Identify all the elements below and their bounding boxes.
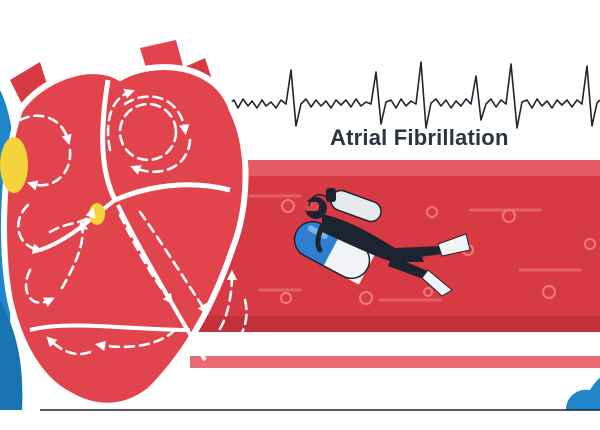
blood-vessel xyxy=(190,160,600,368)
sa-node xyxy=(0,137,28,193)
illustration-title: Atrial Fibrillation xyxy=(330,125,509,150)
ecg-waveform xyxy=(227,61,600,129)
blue-vein-lower xyxy=(0,300,23,410)
blue-cell-cluster xyxy=(566,378,600,410)
scuba-diver-icon xyxy=(305,188,471,297)
heart-icon xyxy=(0,40,249,409)
